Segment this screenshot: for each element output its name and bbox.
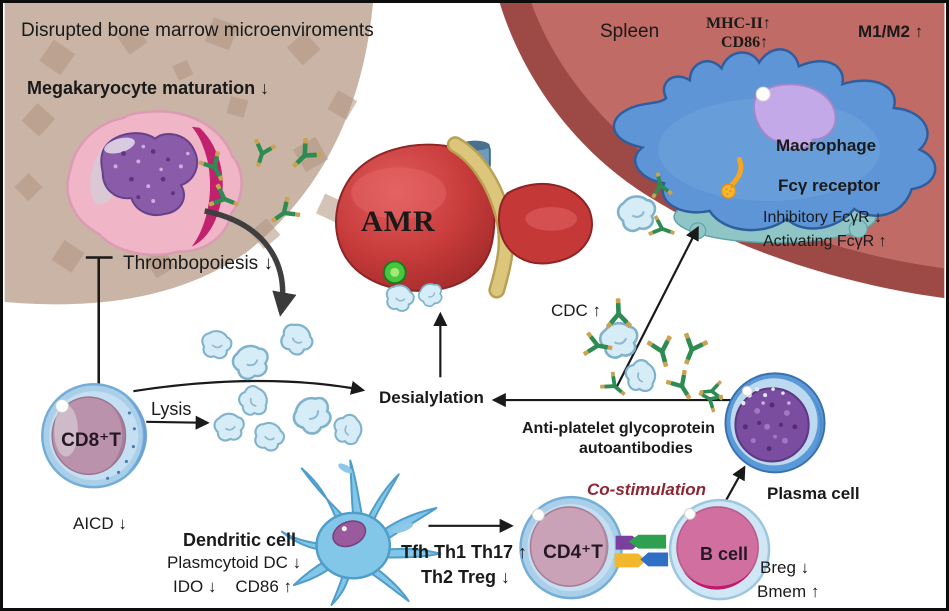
dendritic-cell-label: Dendritic cell xyxy=(183,530,297,550)
bone-marrow-title: Disrupted bone marrow microenviroments xyxy=(21,20,374,41)
arrow-lysis xyxy=(146,415,210,430)
lysis-label: Lysis xyxy=(151,399,192,419)
platelet-icon xyxy=(211,410,248,444)
platelet-icon xyxy=(227,339,275,385)
plasma-cell xyxy=(724,372,826,474)
nucleus-speckles xyxy=(113,144,190,204)
bone-marrow-texture xyxy=(14,17,358,279)
breg-label: Breg ↓ xyxy=(760,558,810,577)
arrow-cd8-to-desialylation xyxy=(133,379,366,395)
plasma-speckles xyxy=(742,401,798,452)
thrombopoiesis-label: Thrombopoiesis ↓ xyxy=(123,253,273,274)
macrophage-label: Macrophage xyxy=(776,136,877,155)
tfh-th1-th17-label: Tfh Th1 Th17 ↑ xyxy=(401,542,527,562)
arrow-bcell-to-plasma xyxy=(723,465,746,504)
activating-fcr-label: Activating FcγR ↑ xyxy=(763,233,887,250)
diagram-artwork xyxy=(4,3,945,607)
plasma-cell-label: Plasma cell xyxy=(767,484,860,503)
spleen-label: Spleen xyxy=(600,21,660,42)
plasmacytoid-dc-label: Plasmcytoid DC ↓ xyxy=(167,553,302,572)
b-cell-crescent xyxy=(681,567,754,590)
b-cell xyxy=(668,498,771,601)
cd8-t-cell xyxy=(41,382,148,489)
dendritic-cell xyxy=(280,459,442,607)
mhc2-label: MHC-II↑ xyxy=(706,15,771,32)
m1m2-label: M1/M2 ↑ xyxy=(858,22,924,41)
th2-treg-label: Th2 Treg ↓ xyxy=(421,567,511,587)
co-stimulation-label: Co-stimulation xyxy=(587,480,706,499)
platelet-icon xyxy=(286,388,340,441)
megakaryocyte-cell xyxy=(66,110,325,256)
costimulation-arrows xyxy=(614,534,669,568)
cd86-spleen-label: CD86↑ xyxy=(721,34,769,51)
platelet-icon xyxy=(233,380,274,422)
fc-gamma-receptor-icon xyxy=(720,156,744,199)
inhibitory-fcr-label: Inhibitory FcγR ↓ xyxy=(763,209,883,226)
b-cell-label: B cell xyxy=(699,544,749,564)
platelet-icon xyxy=(595,317,644,363)
fc-receptor-label: Fcγ receptor xyxy=(778,176,881,195)
cdc-label: CDC ↑ xyxy=(551,301,602,320)
antibody-icon xyxy=(673,331,710,370)
macrophage-nucleus xyxy=(752,83,837,151)
anti-platelet-line1: Anti-platelet glycoprotein xyxy=(522,420,715,437)
costim-arrow-green xyxy=(628,534,667,549)
bmem-label: Bmem ↑ xyxy=(757,582,820,601)
dendritic-nucleus xyxy=(332,520,367,548)
platelet-icon xyxy=(275,317,319,361)
arrow-cdc-to-spleen xyxy=(615,225,699,388)
ido-cd86-label: IDO ↓ CD86 ↑ xyxy=(173,577,293,596)
platelet-icon xyxy=(199,328,234,361)
aicd-label: AICD ↓ xyxy=(73,514,127,533)
desialylation-label: Desialylation xyxy=(379,388,484,407)
pathway-arrows xyxy=(85,208,789,533)
anti-platelet-line2: autoantibodies xyxy=(579,440,693,457)
costim-arrow-yellow xyxy=(614,553,647,568)
platelet-icon xyxy=(331,412,365,448)
platelet-icon xyxy=(250,418,288,455)
macrophage-cell xyxy=(612,48,937,244)
cd4t-label: CD4⁺T xyxy=(543,542,603,563)
arrow-megakaryocyte-to-platelets xyxy=(204,208,297,317)
megakaryocyte-maturation-label: Megakaryocyte maturation ↓ xyxy=(27,78,270,98)
costim-arrow-blue xyxy=(640,552,669,567)
cd8t-label: CD8⁺T xyxy=(61,430,121,451)
liver-illustration xyxy=(335,136,593,314)
plasma-light-dots xyxy=(741,386,785,406)
amr-label: AMR xyxy=(361,205,436,238)
